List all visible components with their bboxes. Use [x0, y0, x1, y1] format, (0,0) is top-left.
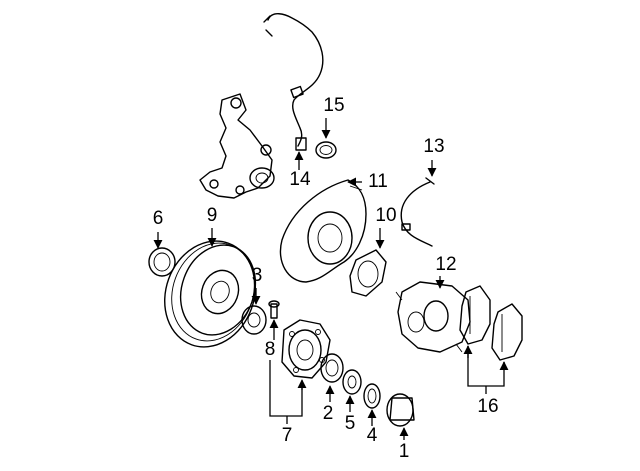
callout-5: 5 — [345, 413, 356, 434]
callout-1: 1 — [399, 441, 410, 462]
seal-15 — [315, 141, 337, 159]
callout-10: 10 — [375, 205, 396, 226]
caliper-adapter — [349, 249, 387, 297]
splash-shield — [279, 179, 367, 283]
callout-12: 12 — [435, 254, 456, 275]
bearing-2 — [320, 353, 344, 383]
callout-11: 11 — [368, 171, 388, 192]
callout-13: 13 — [423, 136, 444, 157]
bearing-3 — [241, 305, 267, 335]
washer-5 — [342, 369, 362, 395]
callout-8: 8 — [265, 339, 276, 360]
brake-caliper — [395, 281, 471, 353]
wheel-stud — [268, 300, 280, 319]
dust-cap — [386, 393, 415, 427]
callout-7: 7 — [282, 425, 293, 446]
brake-pads — [459, 285, 523, 361]
lock-ring-4 — [363, 383, 381, 409]
steering-knuckle — [199, 93, 275, 199]
callout-2: 2 — [323, 403, 334, 424]
callout-leaders — [153, 118, 509, 440]
abs-sensor-wire — [263, 13, 324, 151]
callout-6: 6 — [153, 208, 164, 229]
callout-14: 14 — [289, 169, 311, 190]
wheel-hub — [281, 319, 331, 379]
callout-9: 9 — [207, 205, 218, 226]
brake-hose — [400, 177, 435, 247]
callout-3: 3 — [252, 265, 263, 286]
callout-4: 4 — [367, 425, 378, 446]
brake-rotor — [164, 240, 257, 348]
callout-15: 15 — [323, 95, 344, 116]
callout-16: 16 — [477, 396, 498, 417]
